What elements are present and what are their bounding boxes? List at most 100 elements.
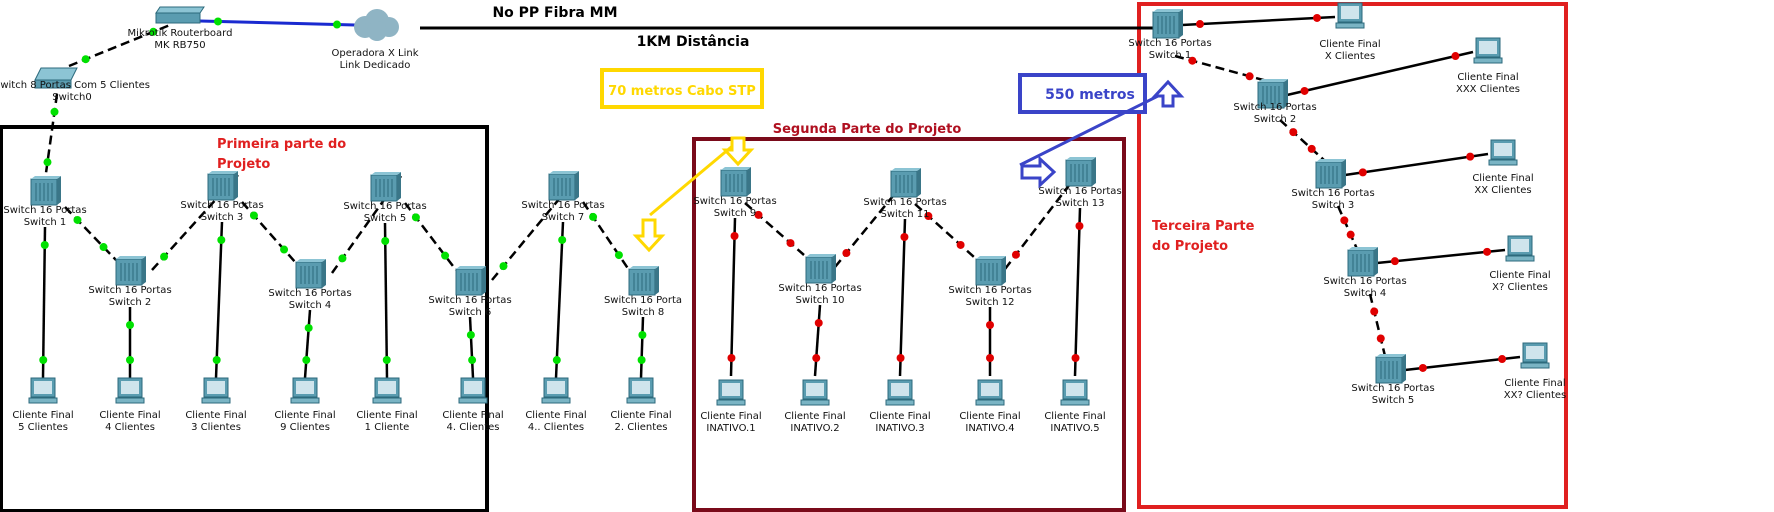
part1-switch-6[interactable] bbox=[455, 266, 486, 296]
part3-client-pc[interactable] bbox=[1520, 342, 1550, 369]
part3-client-pc[interactable] bbox=[1473, 37, 1503, 64]
part1-switch-label-line1: Switch 16 Portas bbox=[428, 295, 511, 306]
link-down-indicator bbox=[786, 239, 795, 248]
blue-arrow-line bbox=[1019, 93, 1161, 167]
part3-switch-4[interactable] bbox=[1347, 247, 1378, 277]
cable-link bbox=[303, 309, 312, 379]
cable-link bbox=[64, 206, 117, 261]
part2-client-pc[interactable] bbox=[975, 379, 1005, 406]
cloud-label-line1: Operadora X Link bbox=[331, 48, 418, 59]
part1-switch-label-line2: Switch 2 bbox=[109, 297, 152, 308]
link-up-indicator bbox=[126, 321, 134, 329]
part2-switch-label-line1: Switch 16 Portas bbox=[1038, 186, 1121, 197]
link-down-indicator bbox=[1340, 216, 1349, 225]
part3-switch-2[interactable] bbox=[1257, 79, 1288, 109]
part3-client-label-line1: Cliente Final bbox=[1489, 270, 1550, 281]
link-down-indicator bbox=[956, 240, 965, 249]
blue-arrow-right-icon bbox=[1020, 155, 1057, 189]
part2-client-label-line2: INATIVO.3 bbox=[875, 423, 924, 434]
part3-switch-1[interactable] bbox=[1152, 9, 1183, 39]
part3-client-pc[interactable] bbox=[1488, 139, 1518, 166]
part2-switch-10[interactable] bbox=[805, 254, 836, 284]
part3-client-label-line2: X Clientes bbox=[1325, 51, 1375, 62]
cable-link bbox=[554, 221, 565, 379]
part1-switch-3[interactable] bbox=[207, 171, 238, 201]
part2-client-pc[interactable] bbox=[885, 379, 915, 406]
cable-link bbox=[199, 19, 356, 27]
cloud-icon[interactable] bbox=[354, 9, 399, 41]
part2-client-label-line2: INATIVO.1 bbox=[706, 423, 755, 434]
link-up-indicator bbox=[466, 330, 475, 339]
part3-switch-label-line2: Switch 4 bbox=[1344, 288, 1387, 299]
mikrotik-router[interactable] bbox=[155, 6, 205, 24]
link-up-indicator bbox=[213, 17, 222, 26]
link-down-indicator bbox=[1390, 257, 1399, 266]
part2-switch-label-line2: Switch 11 bbox=[881, 209, 930, 220]
cable-link bbox=[898, 218, 907, 377]
link-down-indicator bbox=[1245, 72, 1254, 81]
part2-client-pc[interactable] bbox=[1060, 379, 1090, 406]
link-up-indicator bbox=[614, 251, 623, 260]
part1-client-pc[interactable] bbox=[290, 377, 320, 404]
part3-client-pc[interactable] bbox=[1335, 2, 1365, 29]
part2-switch-13[interactable] bbox=[1065, 157, 1096, 187]
part1-client-pc[interactable] bbox=[458, 377, 488, 404]
part2-switch-9[interactable] bbox=[720, 167, 751, 197]
part1-client-pc[interactable] bbox=[28, 377, 58, 404]
part3-switch-label-line1: Switch 16 Portas bbox=[1351, 383, 1434, 394]
distance-note-box bbox=[1018, 73, 1147, 114]
part3-switch-3[interactable] bbox=[1315, 159, 1346, 189]
part1-switch-1[interactable] bbox=[30, 176, 61, 206]
part2-switch-11[interactable] bbox=[890, 168, 921, 198]
link-up-indicator bbox=[304, 323, 313, 332]
part1-client-pc[interactable] bbox=[541, 377, 571, 404]
part1-client-pc[interactable] bbox=[372, 377, 402, 404]
part3-switch-label-line2: Switch 5 bbox=[1372, 395, 1415, 406]
part1-client-pc[interactable] bbox=[201, 377, 231, 404]
cable-link bbox=[1336, 205, 1359, 250]
part1-client-label-line1: Cliente Final bbox=[185, 410, 246, 421]
cable-link bbox=[1279, 119, 1326, 162]
cable-link bbox=[1286, 50, 1474, 97]
part1-switch-label-line1: Switch 16 Portas bbox=[268, 288, 351, 299]
part1-switch-7[interactable] bbox=[548, 171, 579, 201]
part1-client-pc[interactable] bbox=[626, 377, 656, 404]
part1-switch-4[interactable] bbox=[295, 259, 326, 289]
part3-switch-label-line1: Switch 16 Portas bbox=[1291, 188, 1374, 199]
part2-switch-label-line1: Switch 16 Portas bbox=[948, 285, 1031, 296]
part1-client-pc[interactable] bbox=[115, 377, 145, 404]
link-up-indicator bbox=[558, 235, 567, 244]
part2-switch-12[interactable] bbox=[975, 256, 1006, 286]
link-down-indicator bbox=[814, 318, 823, 327]
part1-switch-label-line2: Switch 4 bbox=[289, 300, 332, 311]
part2-client-pc[interactable] bbox=[800, 379, 830, 406]
link-up-indicator bbox=[212, 356, 221, 365]
part3-client-label-line1: Cliente Final bbox=[1319, 39, 1380, 50]
switch0-8-port[interactable] bbox=[34, 67, 78, 89]
link-down-indicator bbox=[1300, 86, 1309, 95]
part3-switch-5[interactable] bbox=[1375, 354, 1406, 384]
part1-title: Primeira parte do bbox=[217, 137, 346, 152]
part1-switch-5[interactable] bbox=[370, 172, 401, 202]
part2-client-pc[interactable] bbox=[716, 379, 746, 406]
part2-client-label-line1: Cliente Final bbox=[1044, 411, 1105, 422]
part1-switch-2[interactable] bbox=[115, 256, 146, 286]
part1-switch-label-line1: Switch 16 Porta bbox=[604, 295, 682, 306]
part1-switch-label-line1: Switch 16 Portas bbox=[521, 200, 604, 211]
cable-link bbox=[1073, 207, 1082, 377]
part1-switch-8[interactable] bbox=[628, 266, 659, 296]
part1-client-label-line1: Cliente Final bbox=[99, 410, 160, 421]
switch0-label-line1: Switch 8 Portas Com 5 Clientes bbox=[0, 80, 150, 91]
part2-title: Segunda Parte do Projeto bbox=[773, 122, 962, 137]
part3-client-pc[interactable] bbox=[1505, 235, 1535, 262]
link-down-indicator bbox=[1370, 307, 1379, 316]
